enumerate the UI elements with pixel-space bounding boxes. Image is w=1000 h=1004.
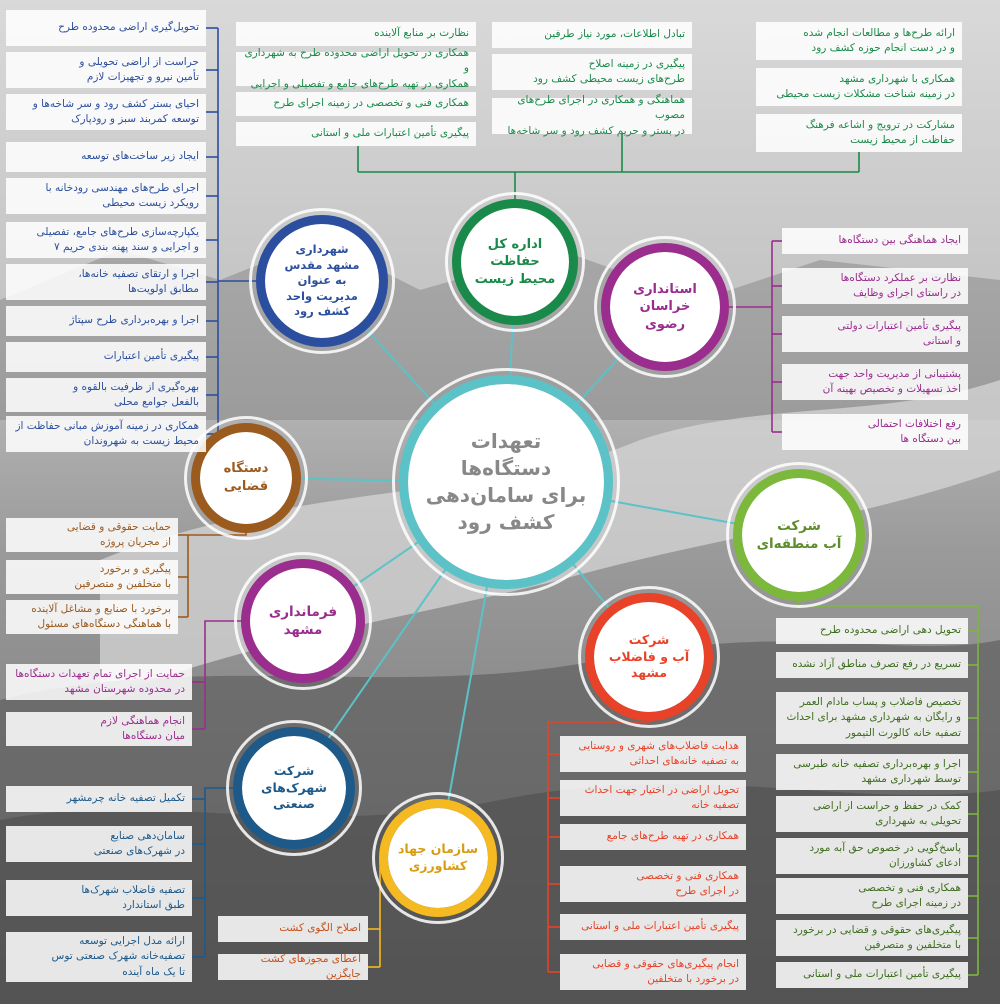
water-company-item: پاسخ‌گویی در خصوص حق آبه مورد ادعای کشاو… — [776, 838, 968, 874]
water-company-item: تسریع در رفع تصرف مناطق آزاد نشده — [776, 652, 968, 678]
environment-item: همکاری فنی و تخصصی در زمینه اجرای طرح — [236, 92, 476, 116]
judiciary-circle: دستگاه قضایی — [184, 416, 308, 540]
wastewater-item: همکاری فنی و تخصصی در اجرای طرح — [560, 866, 746, 902]
governorate-item: پشتیبانی از مدیریت واحد جهت اخذ تسهیلات … — [782, 364, 968, 400]
water-company-label: شرکت آب منطقه‌ای — [756, 517, 842, 552]
environment-item: ارائه طرح‌ها و مطالعات انجام شده و در دس… — [756, 22, 962, 60]
municipality-item: اجرا و بهره‌برداری طرح سپتاژ — [6, 306, 206, 336]
environment-circle: اداره کل حفاظت محیط زیست — [445, 192, 585, 332]
judiciary-label: دستگاه قضایی — [223, 461, 269, 494]
wastewater-item: انجام پیگیری‌های حقوقی و قضایی در برخورد… — [560, 954, 746, 990]
water-company-item: همکاری فنی و تخصصی در زمینه اجرای طرح — [776, 878, 968, 914]
industrial-circle: شرکت شهرک‌های صنعتی — [226, 720, 362, 856]
governorate-item: پیگیری تأمین اعتبارات دولتی و استانی — [782, 316, 968, 352]
judiciary-item: پیگیری و برخورد با متخلفین و متصرفین — [6, 560, 178, 594]
industrial-item: ارائه مدل اجرایی توسعه تصفیه‌خانه شهرک ص… — [6, 932, 192, 982]
governor-circle: فرمانداری مشهد — [234, 552, 372, 690]
environment-item: پیگیری در زمینه اصلاح طرح‌های زیست محیطی… — [492, 54, 692, 90]
wastewater-circle: شرکت آب و فاضلاب مشهد — [578, 586, 720, 728]
municipality-item: اجرای طرح‌های مهندسی رودخانه با رویکرد ز… — [6, 178, 206, 214]
water-company-item: کمک در حفظ و حراست از اراضی تحویلی به شه… — [776, 796, 968, 832]
environment-item: پیگیری تأمین اعتبارات ملی و استانی — [236, 122, 476, 146]
water-company-item: پیگیری تأمین اعتبارات ملی و استانی — [776, 962, 968, 988]
municipality-item: حراست از اراضی تحویلی و تأمین نیرو و تجه… — [6, 52, 206, 88]
industrial-label: شرکت شهرک‌های صنعتی — [261, 762, 327, 812]
municipality-item: تحویل‌گیری اراضی محدوده طرح — [6, 10, 206, 46]
environment-item: مشارکت در ترویج و اشاعه فرهنگ حفاظت از م… — [756, 114, 962, 152]
environment-item: تبادل اطلاعات، مورد نیاز طرفین — [492, 22, 692, 48]
wastewater-item: هدایت فاضلاب‌های شهری و روستایی به تصفیه… — [560, 736, 746, 772]
water-company-item: تحویل دهی اراضی محدوده طرح — [776, 618, 968, 644]
municipality-item: احیای بستر کشف رود و سر شاخه‌ها و توسعه … — [6, 94, 206, 130]
governorate-item: ایجاد هماهنگی بین دستگاه‌ها — [782, 228, 968, 254]
municipality-item: اجرا و ارتقای تصفیه خانه‌ها، مطابق اولوی… — [6, 264, 206, 300]
governorate-item: رفع اختلافات احتمالی بین دستگاه ها — [782, 414, 968, 450]
governorate-circle: استانداری خراسان رضوی — [594, 236, 736, 378]
governor-item: حمایت از اجرای تمام تعهدات دستگاه‌ها در … — [6, 664, 192, 700]
water-company-item: اجرا و بهره‌برداری تصفیه خانه طبرسی توسط… — [776, 754, 968, 790]
municipality-item: یکپارچه‌سازی طرح‌های جامع، تفصیلی و اجرا… — [6, 222, 206, 258]
environment-item: همکاری با شهرداری مشهد در زمینه شناخت مش… — [756, 68, 962, 106]
water-company-item: پیگیری‌های حقوقی و قضایی در برخورد با مت… — [776, 920, 968, 956]
judiciary-item: حمایت حقوقی و قضایی از مجریان پروژه — [6, 518, 178, 552]
environment-label: اداره کل حفاظت محیط زیست — [474, 236, 556, 287]
municipality-label: شهرداری مشهد مقدس به عنوان مدیریت واحد ک… — [284, 242, 360, 319]
environment-item: همکاری در تحویل اراضی محدوده طرح به شهرد… — [236, 47, 476, 90]
agriculture-item: اعطای مجوزهای کشت جایگزین — [218, 953, 368, 980]
water-company-item: تخصیص فاضلاب و پساب مادام العمر و رایگان… — [776, 692, 968, 744]
governorate-label: استانداری خراسان رضوی — [633, 281, 697, 332]
municipality-item: بهره‌گیری از ظرفیت بالقوه و بالفعل جوامع… — [6, 378, 206, 412]
municipality-item: ایجاد زیر ساخت‌های توسعه — [6, 142, 206, 172]
wastewater-item: تحویل اراضی در اختیار جهت احداث تصفیه خا… — [560, 780, 746, 816]
water-company-circle: شرکت آب منطقه‌ای — [726, 462, 872, 608]
center-title-circle: تعهدات دستگاه‌ها برای سامان‌دهی کشف رود — [392, 368, 620, 596]
judiciary-item: برخورد با صنایع و مشاغل آلاینده با هماهن… — [6, 600, 178, 634]
industrial-item: تکمیل تصفیه خانه چرمشهر — [6, 786, 192, 812]
municipality-item: پیگیری تأمین اعتبارات — [6, 342, 206, 372]
agriculture-item: اصلاح الگوی کشت — [218, 916, 368, 942]
wastewater-item: همکاری در تهیه طرح‌های جامع — [560, 824, 746, 850]
agriculture-label: سازمان جهاد کشاورزی — [398, 841, 479, 873]
environment-item: هماهنگی و همکاری در اجرای طرح‌های مصوب د… — [492, 94, 692, 137]
industrial-item: سامان‌دهی صنایع در شهرک‌های صنعتی — [6, 826, 192, 862]
governor-item: انجام هماهنگی لازم میان دستگاه‌ها — [6, 712, 192, 746]
center-title: تعهدات دستگاه‌ها برای سامان‌دهی کشف رود — [425, 429, 587, 534]
governorate-item: نظارت بر عملکرد دستگاه‌ها در راستای اجرا… — [782, 268, 968, 304]
wastewater-label: شرکت آب و فاضلاب مشهد — [608, 631, 690, 681]
municipality-item: همکاری در زمینه آموزش مبانی حفاظت از محی… — [6, 416, 206, 452]
industrial-item: تصفیه فاضلاب شهرک‌ها طبق استاندارد — [6, 880, 192, 916]
municipality-circle: شهرداری مشهد مقدس به عنوان مدیریت واحد ک… — [249, 208, 395, 354]
governor-label: فرمانداری مشهد — [268, 603, 338, 638]
wastewater-item: پیگیری تأمین اعتبارات ملی و استانی — [560, 914, 746, 940]
environment-item: نظارت بر منابع آلاینده — [236, 22, 476, 46]
agriculture-circle: سازمان جهاد کشاورزی — [372, 792, 504, 924]
